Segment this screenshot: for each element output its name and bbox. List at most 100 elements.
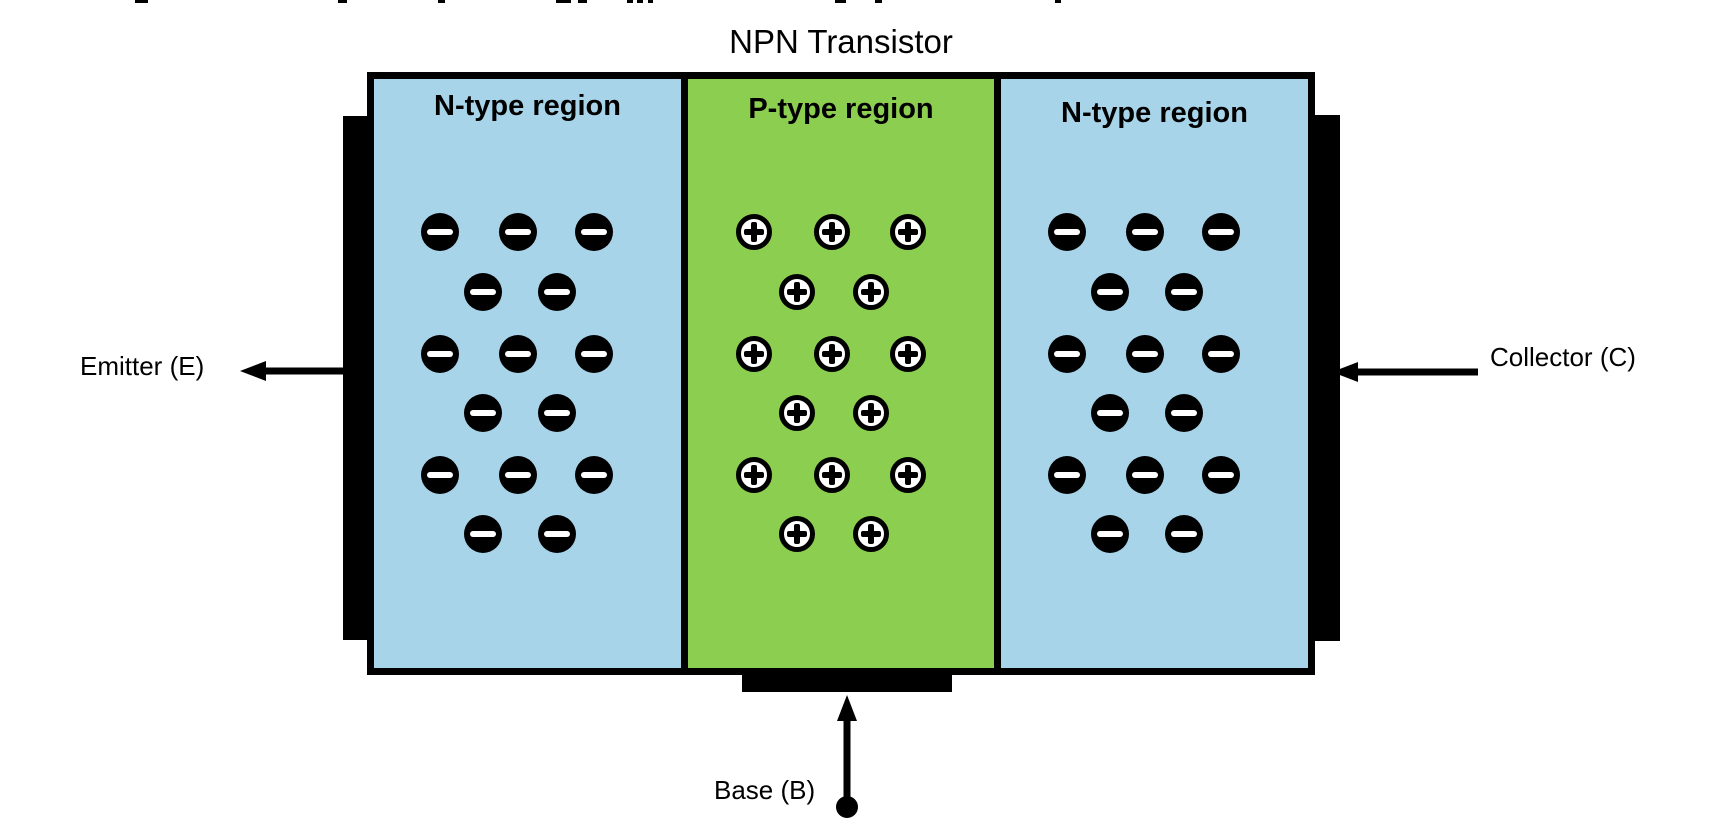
plus-glyph [861,289,881,295]
electron-minus-symbol [1165,515,1203,553]
clipped-text-mark [835,0,846,3]
minus-glyph [470,289,496,295]
minus-glyph [544,410,570,416]
minus-glyph [1132,229,1158,235]
electron-minus-symbol [1202,335,1240,373]
clipped-text-mark [627,0,633,3]
base-contact-bar [742,670,952,692]
minus-glyph [544,289,570,295]
electron-minus-symbol [1202,456,1240,494]
electron-minus-symbol [538,394,576,432]
plus-glyph [861,410,881,416]
base-terminal-label: Base (B) [714,775,816,805]
emitter-n-region: N-type region [374,79,681,668]
electron-minus-symbol [1202,213,1240,251]
electron-minus-symbol [464,515,502,553]
minus-glyph [505,472,531,478]
minus-glyph [1097,531,1123,537]
plus-glyph [744,472,764,478]
electron-minus-symbol [1165,273,1203,311]
hole-plus-symbol [853,274,889,310]
minus-glyph [1097,289,1123,295]
electron-minus-symbol [538,515,576,553]
plus-glyph [898,229,918,235]
minus-glyph [470,531,496,537]
minus-glyph [427,229,453,235]
electron-minus-symbol [1091,273,1129,311]
minus-glyph [1171,410,1197,416]
diagram-title: NPN Transistor [729,23,953,60]
collector-terminal-label: Collector (C) [1490,342,1636,372]
electron-minus-symbol [499,335,537,373]
electron-minus-symbol [538,273,576,311]
electron-minus-symbol [1165,394,1203,432]
minus-glyph [1054,472,1080,478]
electron-minus-symbol [421,213,459,251]
electron-minus-symbol [464,394,502,432]
clipped-text-mark [556,0,571,3]
clipped-text-mark [637,0,643,3]
hole-plus-symbol [779,516,815,552]
minus-glyph [1132,472,1158,478]
hole-plus-symbol [779,274,815,310]
minus-glyph [505,229,531,235]
minus-glyph [1171,289,1197,295]
plus-glyph [822,351,842,357]
hole-plus-symbol [736,214,772,250]
hole-plus-symbol [890,457,926,493]
electron-minus-symbol [421,335,459,373]
plus-glyph [822,229,842,235]
minus-glyph [1208,472,1234,478]
collector-contact-bar [1311,115,1340,641]
electron-minus-symbol [575,456,613,494]
minus-glyph [1208,351,1234,357]
collector-arrow [1332,362,1478,382]
minus-glyph [1054,351,1080,357]
minus-glyph [1171,531,1197,537]
hole-plus-symbol [736,457,772,493]
hole-plus-symbol [890,214,926,250]
hole-plus-symbol [814,457,850,493]
plus-glyph [787,531,807,537]
transistor-body: N-type region P-type region N-type regio… [367,72,1315,675]
minus-glyph [544,531,570,537]
clipped-text-mark [648,0,653,3]
hole-plus-symbol [814,214,850,250]
base-p-region: P-type region [688,79,994,668]
minus-glyph [1132,351,1158,357]
base-arrow [836,695,858,818]
hole-plus-symbol [853,395,889,431]
minus-glyph [470,410,496,416]
electron-minus-symbol [1091,515,1129,553]
hole-plus-symbol [814,336,850,372]
clipped-text-mark [1055,0,1061,3]
region-label: P-type region [748,93,934,125]
plus-glyph [787,410,807,416]
electron-minus-symbol [1091,394,1129,432]
minus-glyph [427,351,453,357]
electron-minus-symbol [575,213,613,251]
electron-minus-symbol [499,213,537,251]
electron-minus-symbol [575,335,613,373]
region-label: N-type region [434,90,621,122]
plus-glyph [898,351,918,357]
electron-minus-symbol [1048,335,1086,373]
plus-glyph [822,472,842,478]
electron-minus-symbol [499,456,537,494]
emitter-terminal-label: Emitter (E) [80,351,205,381]
minus-glyph [581,229,607,235]
hole-plus-symbol [890,336,926,372]
minus-glyph [505,351,531,357]
minus-glyph [427,472,453,478]
clipped-text-mark [135,0,148,3]
clipped-text-mark [338,0,347,3]
electron-minus-symbol [1048,456,1086,494]
electron-minus-symbol [1126,456,1164,494]
clipped-text-mark [438,0,445,3]
electron-minus-symbol [1126,335,1164,373]
plus-glyph [861,531,881,537]
hole-plus-symbol [779,395,815,431]
plus-glyph [744,229,764,235]
electron-minus-symbol [421,456,459,494]
